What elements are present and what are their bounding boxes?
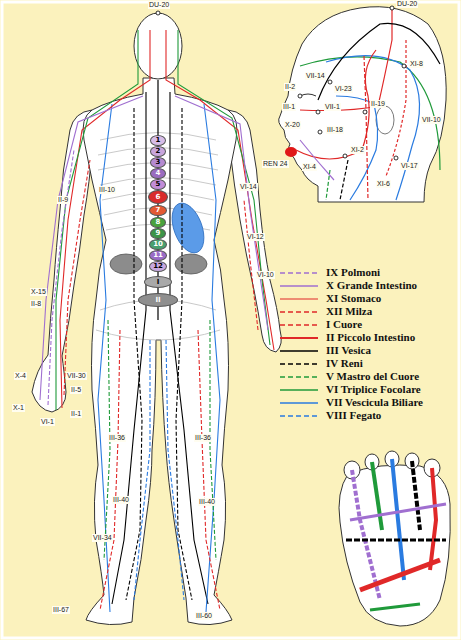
point-label: III-40 [198, 498, 216, 506]
point-label: X-1 [12, 404, 25, 412]
organ-number: 12 [153, 262, 163, 270]
organ-number: 3 [156, 158, 161, 166]
point-label: III-10 [98, 186, 116, 194]
organ-marker: 6 [148, 190, 168, 204]
legend-sample [280, 376, 318, 378]
organ-number: 2 [156, 147, 161, 155]
point-label: DU-20 [396, 0, 418, 8]
organ-number: 9 [156, 229, 161, 237]
organ-marker: 11 [149, 250, 167, 261]
point-label: III-40 [112, 496, 130, 504]
point-label: II-5 [70, 386, 82, 394]
legend-sample [280, 337, 318, 339]
legend-sample [280, 272, 318, 273]
point-label: X-15 [30, 288, 47, 296]
point-label: XI-6 [376, 180, 391, 188]
legend-sample [280, 363, 318, 365]
organ-marker: 2 [150, 146, 166, 157]
point-label: III-36 [108, 434, 126, 442]
legend-entry: I Cuore [326, 318, 362, 331]
organ-marker: 12 [149, 261, 167, 272]
point-label: III-36 [194, 434, 212, 442]
organ-number: 10 [153, 240, 163, 248]
point-label: VI-23 [334, 85, 353, 93]
point-label: VII-14 [305, 72, 326, 80]
point-label: X-4 [14, 372, 27, 380]
legend-entry: IX Polmoni [326, 266, 380, 279]
point-label: II-8 [30, 300, 42, 308]
organ-number: 8 [156, 218, 161, 226]
legend-sample [280, 402, 318, 404]
point-label: VI-12 [246, 233, 265, 241]
legend-sample [280, 285, 318, 286]
point-label: VI-14 [239, 183, 258, 191]
legend-sample [280, 415, 318, 417]
point-label: XI-4 [302, 163, 317, 171]
organ-number: 7 [156, 206, 161, 214]
legend-entry: VIII Fegato [326, 409, 381, 422]
point-label: XI-2 [350, 146, 365, 154]
point-label: VI-1 [40, 418, 55, 426]
point-label: III-60 [195, 612, 213, 620]
organ-number: 1 [156, 136, 161, 144]
point-label: X-20 [284, 121, 301, 129]
organ-number: 5 [156, 180, 161, 188]
legend-entry: VI Triplice Focolare [326, 383, 421, 396]
legend-sample [280, 389, 318, 391]
organ-marker: 10 [149, 239, 167, 250]
organ-marker: 7 [149, 205, 167, 216]
organ-number: I [157, 278, 160, 286]
point-label: III-18 [326, 126, 344, 134]
legend-sample [280, 311, 318, 312]
organ-marker: I [144, 276, 172, 288]
organ-marker: 4 [150, 168, 166, 179]
legend-entry: VII Vescicula Biliare [326, 396, 423, 409]
point-label: III-67 [52, 606, 70, 614]
point-label: VII-30 [66, 372, 87, 380]
organ-number: 4 [156, 169, 161, 177]
point-label: VII-34 [92, 534, 113, 542]
organ-number: 6 [156, 193, 161, 201]
legend-entry: XII Milza [326, 305, 372, 318]
legend-entry: V Mastro del Cuore [326, 370, 419, 383]
legend-entry: XI Stomaco [326, 292, 381, 305]
point-label: II-1 [70, 410, 82, 418]
point-label: XI-8 [409, 60, 424, 68]
legend-entry: X Grande Intestino [326, 279, 417, 292]
point-label: II-19 [370, 100, 386, 108]
organ-marker: II [138, 293, 178, 307]
point-label: VI-10 [256, 271, 275, 279]
point-label: II-9 [57, 196, 69, 204]
legend-sample [280, 350, 318, 352]
point-label: REN 24 [262, 160, 289, 168]
organ-marker: 3 [150, 157, 166, 168]
organ-marker: 8 [150, 217, 166, 228]
point-label: VII-10 [421, 116, 442, 124]
organ-number: 11 [153, 251, 163, 259]
organ-marker: 9 [150, 228, 166, 239]
point-label: II-2 [284, 83, 296, 91]
point-label: VI-17 [400, 162, 419, 170]
legend-sample [280, 299, 318, 300]
point-label: DU-20 [148, 1, 170, 9]
point-label: VII-1 [324, 103, 341, 111]
legend-entry: IV Reni [326, 357, 363, 370]
organ-number: II [155, 296, 160, 304]
point-label: III-1 [282, 103, 296, 111]
legend-entry: III Vesica [326, 344, 371, 357]
organ-marker: 1 [150, 135, 166, 146]
legend-sample [280, 324, 318, 325]
organ-marker: 5 [150, 179, 166, 190]
legend-entry: II Piccolo Intestino [326, 331, 415, 344]
